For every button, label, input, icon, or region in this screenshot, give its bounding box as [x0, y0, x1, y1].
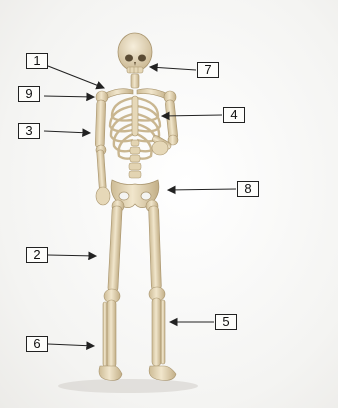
arrow-2 [48, 255, 96, 256]
label-box-4: 4 [223, 107, 245, 123]
label-box-8: 8 [237, 181, 259, 197]
arrow-6 [48, 344, 94, 346]
label-box-9: 9 [18, 86, 40, 102]
label-box-3: 3 [18, 123, 40, 139]
label-box-2: 2 [26, 247, 48, 263]
label-box-1: 1 [26, 53, 48, 69]
sternum [132, 96, 138, 136]
arrow-3 [44, 131, 90, 133]
label-box-5: 5 [215, 314, 237, 330]
label-box-7: 7 [197, 62, 219, 78]
arrow-8 [168, 189, 236, 190]
spine [129, 140, 141, 178]
arrow-9 [44, 96, 94, 97]
left-arm [95, 100, 110, 205]
label-box-6: 6 [26, 336, 48, 352]
floor-shadow [58, 379, 198, 393]
right-leg [146, 200, 176, 380]
skull [118, 33, 152, 73]
cervical-spine [131, 74, 139, 88]
arrow-7 [150, 67, 196, 70]
arrow-1 [48, 66, 104, 88]
left-leg [99, 200, 124, 380]
